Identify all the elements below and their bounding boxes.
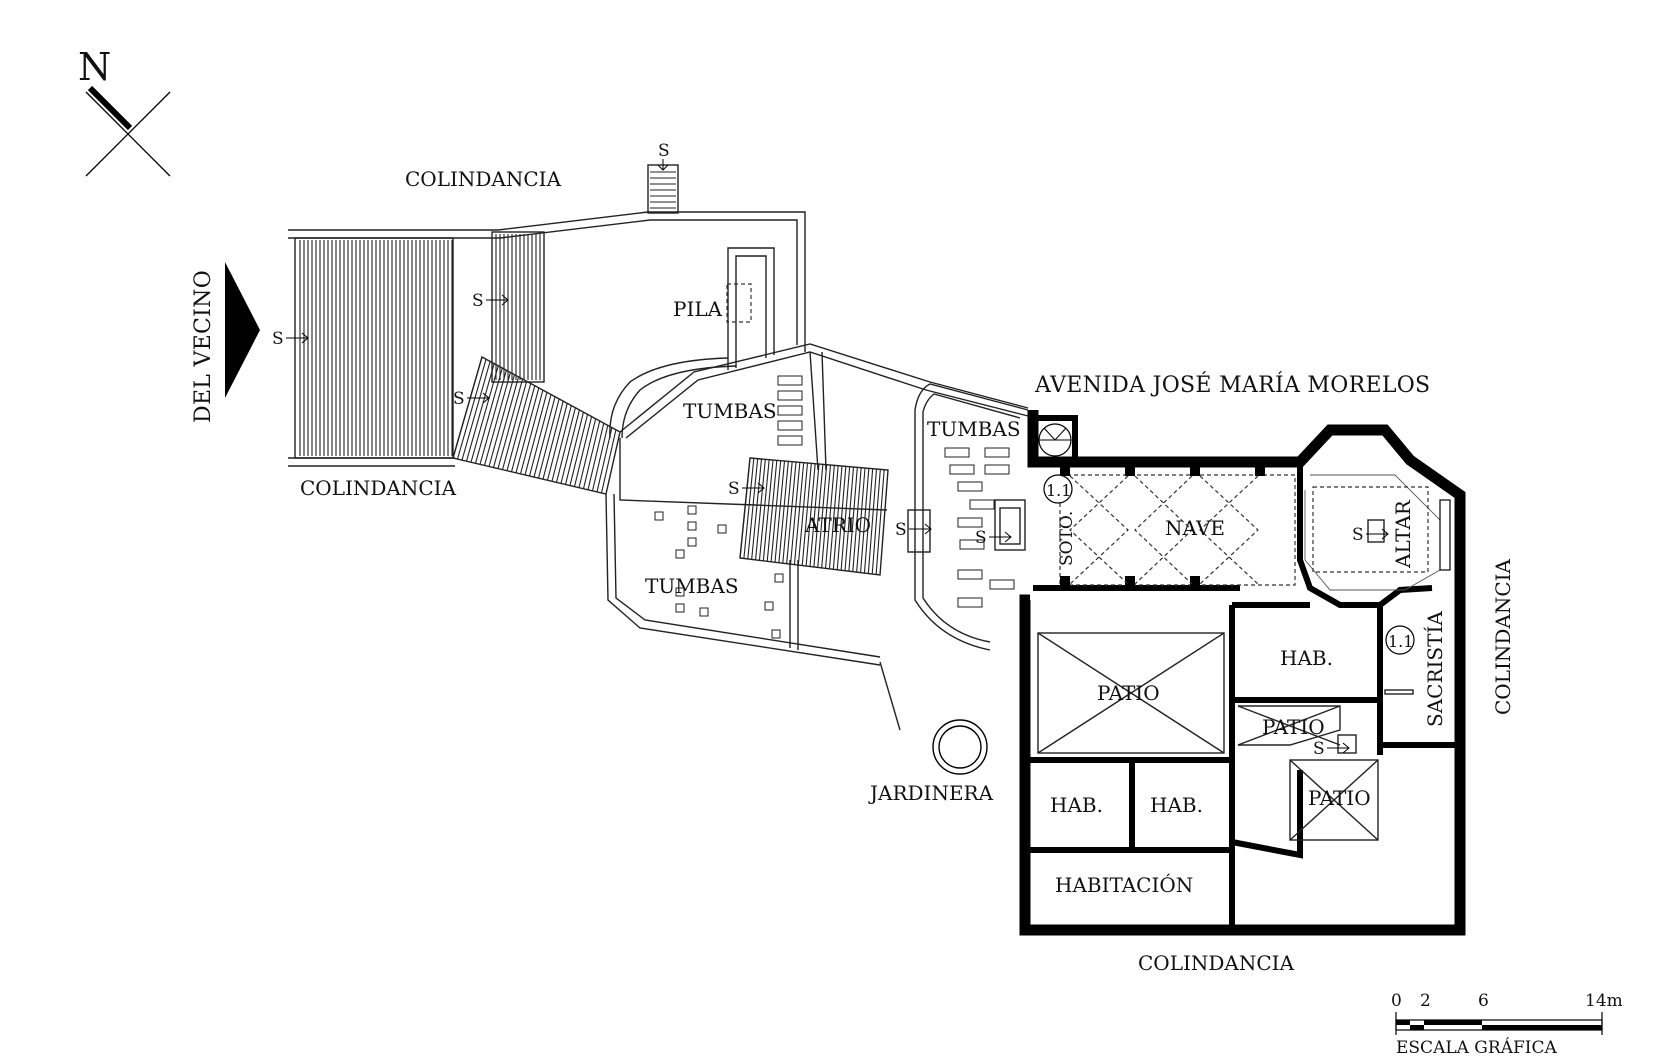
stair-up-label: S xyxy=(472,291,484,311)
tumbas-label-3: TUMBAS xyxy=(645,574,739,598)
altar-label: ALTAR xyxy=(1391,499,1415,569)
scale-tick-6: 6 xyxy=(1478,991,1489,1011)
colindancia-top-label: COLINDANCIA xyxy=(405,167,562,191)
hab-label-1: HAB. xyxy=(1280,646,1333,670)
tomb xyxy=(957,517,983,528)
tomb xyxy=(764,601,774,611)
tomb xyxy=(777,420,803,431)
atrio-label: ATRIO xyxy=(804,513,871,537)
stair-up-label: S xyxy=(1313,739,1325,759)
tomb xyxy=(687,505,697,515)
marker-1-label: 1.1 xyxy=(1046,481,1071,500)
tomb xyxy=(984,447,1010,458)
stair-arrow-icon xyxy=(657,159,669,171)
small-stairs xyxy=(907,499,1026,553)
stair-arrow-icon xyxy=(989,531,1012,543)
colindancia-left-bottom-label: COLINDANCIA xyxy=(300,476,457,500)
colindancia-right-label: COLINDANCIA xyxy=(1491,558,1515,715)
nave-label: NAVE xyxy=(1165,516,1225,540)
tomb xyxy=(989,579,1015,590)
section-marker-1: 1.1 xyxy=(1043,474,1073,504)
tomb xyxy=(969,499,995,510)
tomb xyxy=(957,481,983,492)
tomb xyxy=(675,603,685,613)
main-staircase xyxy=(294,237,454,459)
tomb xyxy=(771,629,781,639)
tomb xyxy=(959,539,985,550)
stair-up-label: S xyxy=(895,520,907,540)
sacristia-label: SACRISTÍA xyxy=(1423,611,1447,727)
tomb xyxy=(777,435,803,446)
tomb xyxy=(949,464,975,475)
tomb xyxy=(654,511,664,521)
patio-label-3: PATIO xyxy=(1308,786,1371,810)
tomb xyxy=(984,464,1010,475)
tomb xyxy=(777,390,803,401)
marker-2-label: 1.1 xyxy=(1388,632,1413,651)
section-marker-2: 1.1 xyxy=(1385,625,1415,655)
tomb xyxy=(717,524,727,534)
tomb xyxy=(687,521,697,531)
stair-up-label: S xyxy=(975,528,987,548)
stair-up-label: S xyxy=(1352,525,1364,545)
atrio-staircase xyxy=(739,457,889,576)
stair-up-label: S xyxy=(728,479,740,499)
tomb xyxy=(957,597,983,608)
patio-label-1: PATIO xyxy=(1097,681,1160,705)
tomb xyxy=(774,573,784,583)
tombs xyxy=(654,375,1015,639)
del-vecino-marker: DEL VECINO xyxy=(191,262,260,423)
tomb xyxy=(777,405,803,416)
jardinera-label: JARDINERA xyxy=(868,781,994,805)
scale-tick-0: 0 xyxy=(1391,991,1402,1011)
stair-arrow-icon xyxy=(1366,528,1389,540)
tumbas-label-2: TUMBAS xyxy=(927,417,1021,441)
stair-arrow-icon xyxy=(286,332,309,344)
tumbas-atrio-outline xyxy=(605,343,1029,731)
jardinera-planter xyxy=(932,719,988,775)
hab-label-2: HAB. xyxy=(1050,793,1103,817)
stair-arrow-icon xyxy=(742,482,765,494)
scale-tick-14: 14m xyxy=(1585,991,1623,1011)
tomb xyxy=(687,537,697,547)
stair-arrow-icon xyxy=(467,392,490,404)
pila-label: PILA xyxy=(673,297,723,321)
scale-caption: ESCALA GRÁFICA xyxy=(1396,1037,1557,1058)
north-arrow: N xyxy=(78,45,171,177)
tomb xyxy=(699,607,709,617)
upper-staircase xyxy=(491,231,545,383)
avenida-label: AVENIDA JOSÉ MARÍA MORELOS xyxy=(1034,371,1430,398)
tomb xyxy=(957,569,983,580)
tomb xyxy=(675,587,685,597)
tomb xyxy=(675,549,685,559)
stair-up-label: S xyxy=(453,389,465,409)
north-letter: N xyxy=(78,45,111,89)
stair-arrow-icon xyxy=(486,294,509,306)
stair-markers: S S S S S S S S S xyxy=(272,141,1389,759)
hab-label-3: HAB. xyxy=(1150,793,1203,817)
stair-arrow-icon xyxy=(909,523,932,535)
stair-arrow-icon xyxy=(1327,742,1350,754)
scale-bar: 0 2 6 14m ESCALA GRÁFICA xyxy=(1391,991,1623,1058)
scale-tick-2: 2 xyxy=(1420,991,1431,1011)
church-building xyxy=(1019,410,1466,936)
tumbas-label-1: TUMBAS xyxy=(683,399,777,423)
habitacion-label: HABITACIÓN xyxy=(1055,872,1193,897)
colindancia-bottom-label: COLINDANCIA xyxy=(1138,951,1295,975)
stair-up-label: S xyxy=(658,141,670,161)
tomb xyxy=(944,447,970,458)
patio-label-2: PATIO xyxy=(1262,715,1325,739)
soto-label: SOTO. xyxy=(1057,511,1077,566)
stair-up-label: S xyxy=(272,329,284,349)
del-vecino-label: DEL VECINO xyxy=(191,270,216,423)
tomb xyxy=(777,375,803,386)
